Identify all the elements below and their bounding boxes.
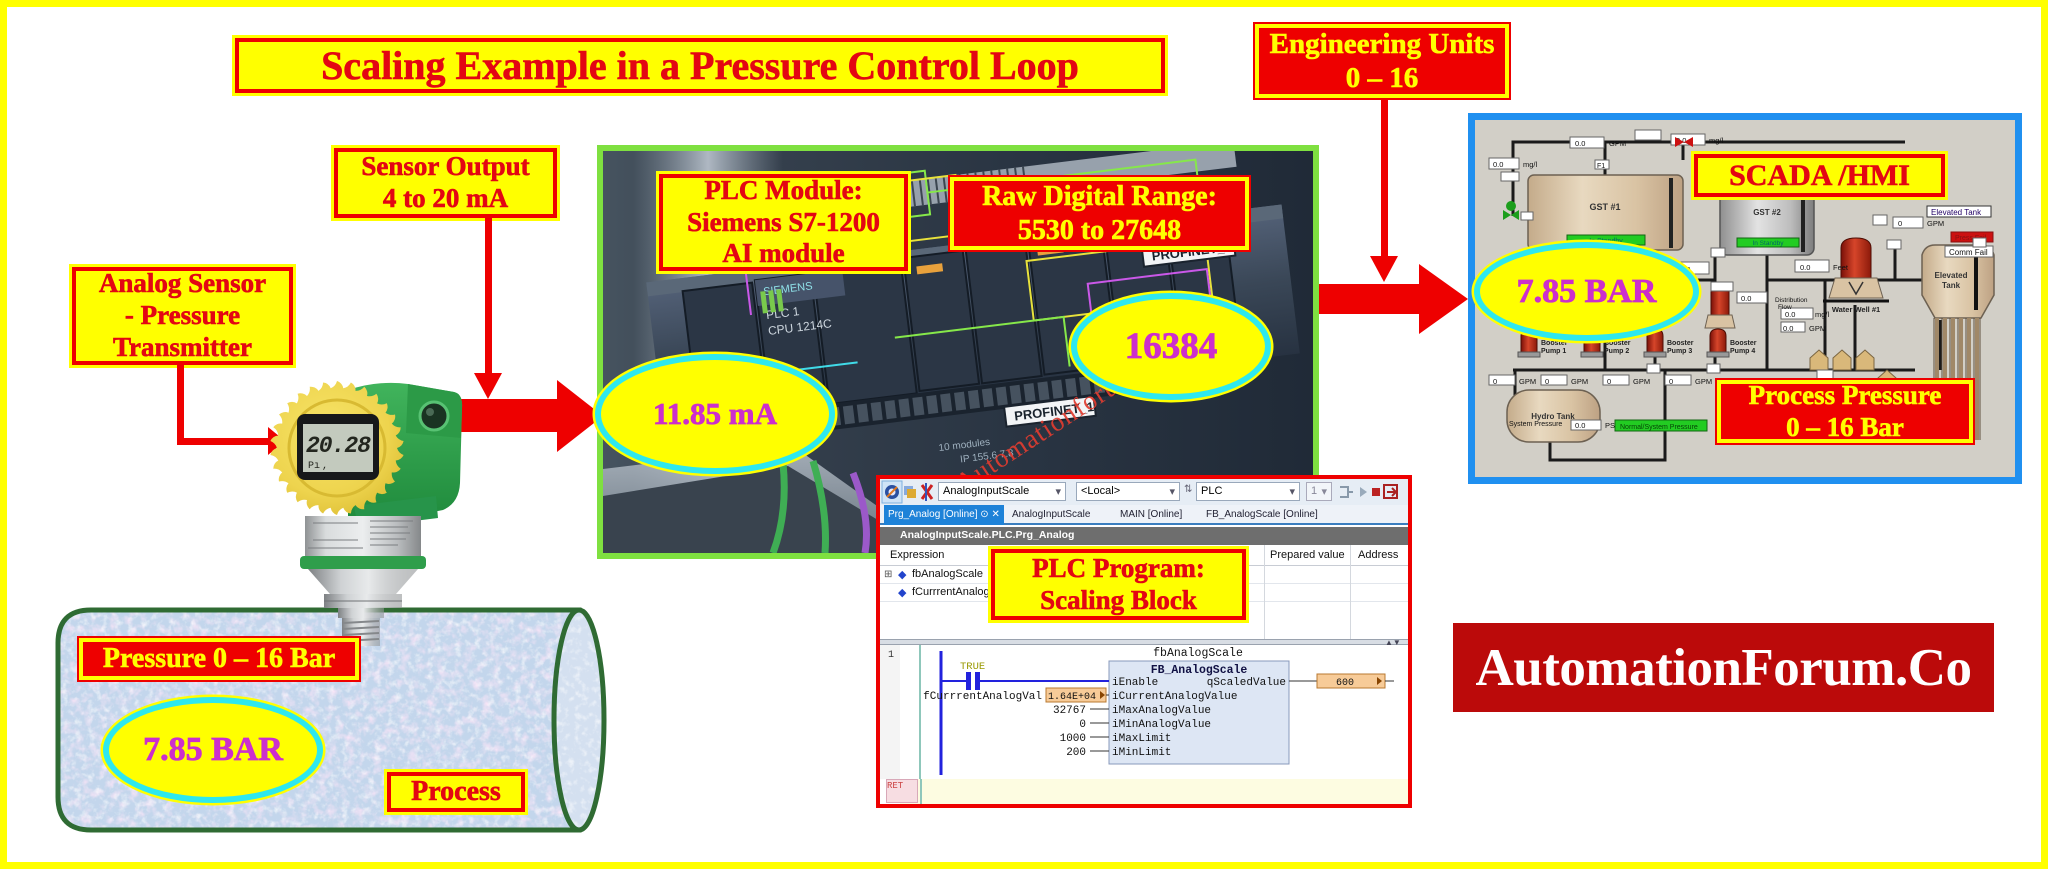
svg-text:GST #1: GST #1 bbox=[1589, 202, 1620, 212]
svg-text:iMinLimit: iMinLimit bbox=[1112, 747, 1171, 759]
svg-text:Comm Fail: Comm Fail bbox=[1949, 248, 1988, 257]
svg-text:Pump 1: Pump 1 bbox=[1541, 348, 1566, 355]
svg-text:Normal/System Pressure: Normal/System Pressure bbox=[1620, 424, 1698, 431]
svg-text:200: 200 bbox=[1066, 747, 1086, 759]
svg-text:iMaxLimit: iMaxLimit bbox=[1112, 733, 1171, 745]
svg-text:In Standby: In Standby bbox=[1589, 238, 1623, 245]
svg-text:TRUE: TRUE bbox=[960, 661, 985, 673]
svg-text:GPM: GPM bbox=[1609, 139, 1626, 148]
svg-text:32767: 32767 bbox=[1053, 705, 1086, 717]
svg-text:Pı ,: Pı , bbox=[308, 461, 328, 472]
svg-text:Pump 4: Pump 4 bbox=[1730, 348, 1755, 355]
svg-text:In Standby: In Standby bbox=[1752, 240, 1784, 247]
svg-text:0.0: 0.0 bbox=[1800, 263, 1810, 272]
svg-text:mg/l: mg/l bbox=[1815, 310, 1830, 319]
svg-text:0.0: 0.0 bbox=[1785, 310, 1795, 319]
svg-text:Elevated Tank: Elevated Tank bbox=[1931, 208, 1982, 217]
svg-text:0.0: 0.0 bbox=[1783, 324, 1793, 333]
svg-text:1000: 1000 bbox=[1060, 733, 1086, 745]
svg-text:mg/l: mg/l bbox=[1523, 160, 1538, 169]
svg-text:GST #2: GST #2 bbox=[1753, 208, 1781, 217]
svg-text:GPM: GPM bbox=[1695, 377, 1712, 386]
svg-text:iMaxAnalogValue: iMaxAnalogValue bbox=[1112, 705, 1211, 717]
svg-text:0: 0 bbox=[1898, 219, 1902, 228]
svg-text:fbAnalogScale: fbAnalogScale bbox=[1153, 647, 1243, 660]
svg-text:0.0: 0.0 bbox=[1575, 421, 1585, 430]
svg-text:iCurrentAnalogValue: iCurrentAnalogValue bbox=[1112, 691, 1237, 703]
svg-text:0: 0 bbox=[1493, 377, 1497, 386]
svg-text:0: 0 bbox=[1669, 377, 1673, 386]
svg-text:fCurrrentAnalogVal: fCurrrentAnalogVal bbox=[923, 691, 1042, 703]
svg-text:GPM: GPM bbox=[1927, 219, 1944, 228]
svg-text:0.0: 0.0 bbox=[1493, 160, 1503, 169]
svg-text:Water Well #1: Water Well #1 bbox=[1832, 305, 1880, 314]
svg-text:Booster: Booster bbox=[1541, 340, 1568, 347]
svg-text:qScaledValue: qScaledValue bbox=[1207, 677, 1286, 689]
svg-text:Pump 2: Pump 2 bbox=[1604, 348, 1629, 355]
svg-text:Hydro Tank: Hydro Tank bbox=[1531, 412, 1575, 421]
svg-text:Elevated: Elevated bbox=[1935, 271, 1968, 280]
svg-text:0.0: 0.0 bbox=[1575, 139, 1585, 148]
svg-text:Feet: Feet bbox=[1833, 263, 1849, 272]
svg-text:FB_AnalogScale: FB_AnalogScale bbox=[1151, 664, 1248, 677]
svg-text:F1: F1 bbox=[1597, 163, 1605, 170]
svg-text:0: 0 bbox=[1607, 377, 1611, 386]
svg-text:Tank: Tank bbox=[1942, 281, 1961, 290]
svg-text:GPM: GPM bbox=[1633, 377, 1650, 386]
svg-text:GPM: GPM bbox=[1519, 377, 1536, 386]
svg-text:0.0: 0.0 bbox=[1741, 294, 1751, 303]
svg-text:GPM: GPM bbox=[1809, 324, 1826, 333]
svg-text:600: 600 bbox=[1336, 678, 1354, 689]
svg-text:SIEMENS: SIEMENS bbox=[763, 280, 814, 298]
svg-text:1: 1 bbox=[888, 650, 894, 661]
svg-text:Press Fail: Press Fail bbox=[1955, 235, 1987, 242]
svg-text:1.64E+04: 1.64E+04 bbox=[1048, 692, 1096, 703]
svg-text:0: 0 bbox=[1079, 719, 1086, 731]
svg-text:GPM: GPM bbox=[1571, 377, 1588, 386]
svg-text:0: 0 bbox=[1545, 377, 1549, 386]
svg-text:Booster: Booster bbox=[1730, 340, 1757, 347]
svg-text:Pump 3: Pump 3 bbox=[1667, 348, 1692, 355]
svg-text:Flow: Flow bbox=[1778, 304, 1792, 311]
svg-text:20.28: 20.28 bbox=[306, 433, 371, 459]
svg-text:PSI: PSI bbox=[1605, 421, 1617, 430]
svg-text:Booster: Booster bbox=[1667, 340, 1694, 347]
svg-text:System Pressure: System Pressure bbox=[1509, 421, 1562, 428]
svg-text:iEnable: iEnable bbox=[1112, 677, 1158, 689]
svg-text:Booster: Booster bbox=[1604, 340, 1631, 347]
svg-text:iMinAnalogValue: iMinAnalogValue bbox=[1112, 719, 1211, 731]
svg-text:Distribution: Distribution bbox=[1775, 297, 1808, 304]
svg-text:mg/l: mg/l bbox=[1709, 136, 1724, 145]
